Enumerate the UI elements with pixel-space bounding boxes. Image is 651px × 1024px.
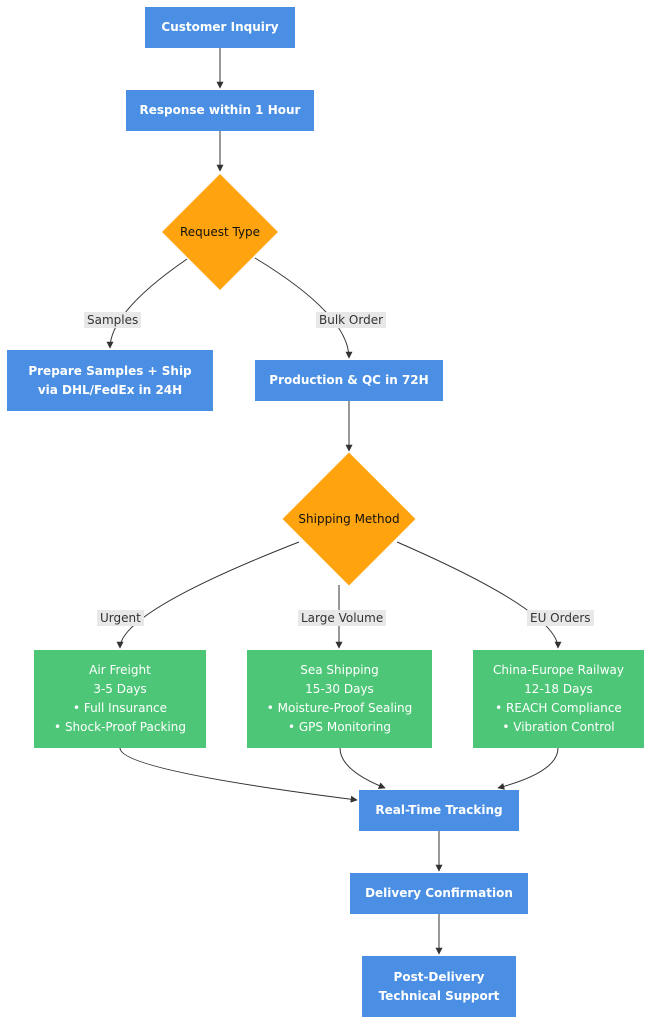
railway-node: China-Europe Railway 12-18 Days • REACH … — [473, 650, 644, 748]
edge-label-bulk-order: Bulk Order — [316, 312, 387, 328]
real-time-tracking-node: Real-Time Tracking — [359, 790, 519, 831]
production-node: Production & QC in 72H — [255, 360, 443, 401]
delivery-confirmation-node: Delivery Confirmation — [350, 873, 528, 914]
edge-shipping-to-railway — [396, 541, 562, 649]
edge-railway-to-tracking — [497, 747, 559, 790]
edge-label-eu-orders: EU Orders — [527, 610, 594, 626]
edge-label-large-volume: Large Volume — [298, 610, 387, 626]
shipping-method-decision: Shipping Method — [282, 452, 416, 586]
air-freight-node: Air Freight 3-5 Days • Full Insurance • … — [34, 650, 206, 748]
request-type-label: Request Type — [179, 225, 261, 239]
edge-label-urgent: Urgent — [97, 610, 144, 626]
edge-request-type-to-samples — [106, 258, 188, 349]
edge-label-samples: Samples — [84, 312, 142, 328]
sea-shipping-node: Sea Shipping 15-30 Days • Moisture-Proof… — [247, 650, 432, 748]
edge-shipping-to-air — [116, 541, 300, 649]
customer-inquiry-node: Customer Inquiry — [145, 7, 295, 48]
edge-air-to-tracking — [119, 747, 358, 803]
edge-request-type-to-production — [254, 257, 353, 359]
response-node: Response within 1 Hour — [126, 90, 314, 131]
request-type-decision: Request Type — [162, 174, 278, 290]
edge-sea-to-tracking — [339, 747, 386, 789]
post-delivery-support-node: Post-Delivery Technical Support — [362, 956, 516, 1017]
samples-node: Prepare Samples + Ship via DHL/FedEx in … — [7, 350, 213, 411]
shipping-method-label: Shipping Method — [298, 512, 400, 526]
